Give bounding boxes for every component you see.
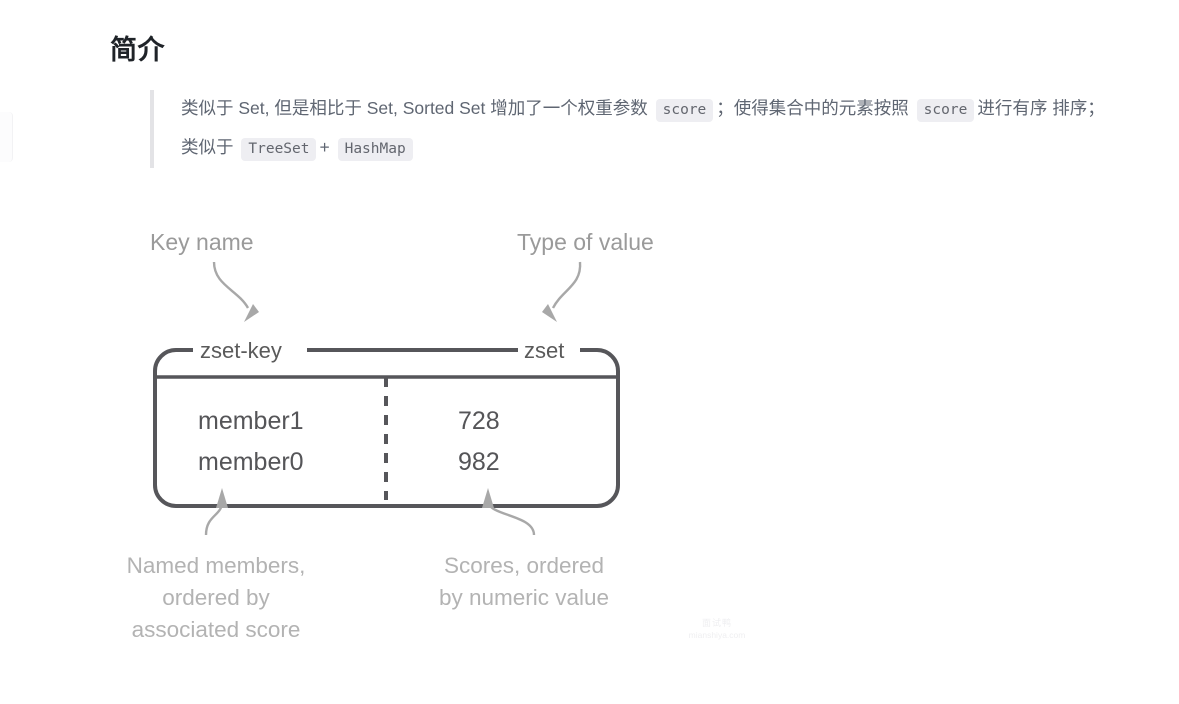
left-edge-artifact (0, 112, 13, 162)
intro-blockquote: 类似于 Set, 但是相比于 Set, Sorted Set 增加了一个权重参数… (150, 90, 1110, 169)
row-1-member: member0 (198, 448, 304, 476)
arrow-scores-head (482, 488, 494, 508)
row-1-score: 982 (458, 448, 500, 476)
box-label-type: zset (524, 338, 564, 363)
article-content: 简介 类似于 Set, 但是相比于 Set, Sorted Set 增加了一个权… (110, 0, 1150, 186)
blockquote-line-1: 类似于 Set, 但是相比于 Set, Sorted Set 增加了一个权重参数… (181, 90, 1110, 168)
row-0-member: member1 (198, 407, 304, 435)
caption-members-line-2: associated score (132, 617, 301, 642)
code-chip-treeset: TreeSet (241, 138, 317, 162)
zset-structure-diagram: Key name Type of value zset-key zset mem… (0, 190, 1179, 660)
label-key-name: Key name (150, 229, 254, 255)
code-chip-score-2: score (916, 99, 975, 123)
box-label-key: zset-key (200, 338, 282, 363)
caption-scores-line-0: Scores, ordered (444, 553, 604, 578)
arrow-type-value-curve (551, 261, 582, 309)
arrow-key-name-head (244, 304, 259, 322)
box-outline (153, 348, 620, 508)
page-title: 简介 (110, 35, 165, 65)
row-0-score: 728 (458, 407, 500, 435)
caption-members-line-0: Named members, (127, 553, 306, 578)
arrow-type-value-head (542, 304, 557, 322)
label-type-of-value: Type of value (517, 229, 654, 255)
code-chip-hashmap: HashMap (337, 138, 413, 162)
blockquote-text-1c: 进行有序 (977, 98, 1048, 119)
arrow-key-name-curve (212, 261, 250, 309)
blockquote-plus: + (319, 137, 330, 158)
caption-scores-line-1: by numeric value (439, 585, 609, 610)
code-chip-score-1: score (655, 99, 714, 123)
arrow-members-head (216, 488, 228, 508)
blockquote-text-1b: ；使得集合中的元素按照 (716, 98, 909, 119)
blockquote-text-2a: 排序；类似于 (181, 98, 1105, 158)
caption-members-line-1: ordered by (162, 585, 270, 610)
blockquote-text-1a: 类似于 Set, 但是相比于 Set, Sorted Set 增加了一个权重参数 (181, 98, 648, 119)
